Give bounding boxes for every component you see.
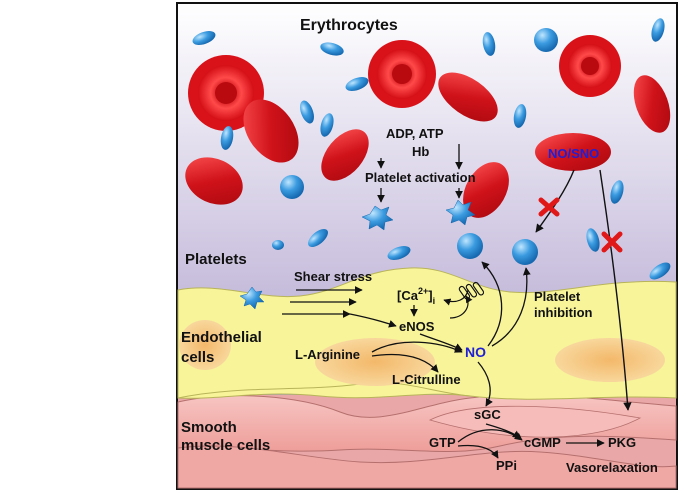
no-sno-label: NO/SNO [548, 146, 599, 161]
vasorelaxation-label: Vasorelaxation [566, 460, 658, 475]
pkg-label: PKG [608, 435, 636, 450]
platelet [649, 262, 671, 280]
platelet [272, 240, 284, 250]
l-citrulline-label: L-Citrulline [392, 372, 461, 387]
platelet-sphere [280, 175, 304, 199]
erythrocytes-title: Erythrocytes [300, 17, 398, 34]
endothelial-cells-label: Endothelial cells [181, 329, 266, 366]
erythrocyte-side [463, 162, 509, 218]
erythrocyte-side [185, 157, 243, 205]
platelet [513, 104, 527, 128]
inhibition-cross [601, 231, 623, 253]
shear-stress-label: Shear stress [294, 269, 372, 284]
arrow-arginine-to-citrulline [371, 353, 439, 373]
platelet [320, 42, 344, 56]
platelet [300, 100, 314, 124]
ppi-label: PPi [496, 458, 517, 473]
calcium-label: [Ca2+]i [397, 286, 435, 306]
cgmp-label: cGMP [524, 435, 561, 450]
arrow-no-to-platelet [491, 267, 531, 347]
endothelial-layer [177, 267, 677, 400]
arrow-gtp-to-ppi [457, 444, 499, 459]
platelet [610, 180, 624, 204]
enos-label: eNOS [399, 319, 435, 334]
arrow-enos-feedback [449, 295, 473, 319]
smooth-muscle-layer [177, 394, 677, 489]
platelet-activation-label: Platelet activation [365, 170, 476, 185]
platelet [308, 229, 328, 247]
erythrocyte-side [438, 72, 498, 122]
platelet-sphere [534, 28, 558, 52]
endothelial-nucleus [555, 338, 665, 382]
erythrocyte-side [321, 129, 369, 181]
activated-platelet [239, 286, 265, 310]
activated-platelet [445, 199, 476, 226]
arrow-gtp-to-cgmp [457, 429, 523, 443]
erythrocyte-side [243, 99, 299, 163]
gtp-label: GTP [429, 435, 456, 450]
arrow-arginine-to-no [371, 341, 463, 353]
erythrocyte-disc [559, 35, 621, 97]
platelet [651, 18, 665, 42]
l-arginine-label: L-Arginine [295, 347, 360, 362]
platelet-inhibition-label: Platelet inhibition [534, 289, 593, 320]
activated-platelet [361, 205, 394, 231]
platelet [586, 228, 600, 252]
hb-label: Hb [412, 144, 429, 159]
no-label: NO [465, 344, 486, 360]
platelet [192, 31, 216, 45]
inhibition-cross [538, 197, 560, 217]
arrow-no-to-platelet [481, 261, 503, 347]
erythrocyte-side [633, 75, 671, 133]
smooth-muscle-cells-label: Smooth muscle cells [181, 419, 270, 454]
platelets-label: Platelets [185, 251, 247, 268]
platelet [220, 126, 234, 150]
platelet-sphere [457, 233, 483, 259]
erythrocyte-side [535, 133, 611, 171]
platelet [482, 32, 496, 56]
sgc-label: sGC [474, 407, 501, 422]
endothelial-nucleus [179, 320, 231, 370]
adp-atp-label: ADP, ATP [386, 126, 444, 141]
erythrocyte-disc [368, 40, 436, 108]
arrow-shear-to-enos [349, 313, 397, 328]
arrow-sno-to-smooth-muscle [599, 169, 632, 411]
arrow-no-to-sgc [477, 361, 493, 407]
platelet [345, 77, 369, 91]
platelet [387, 246, 411, 260]
arrow-channel-to-calcium [443, 289, 469, 306]
platelet-sphere [512, 239, 538, 265]
endothelial-nucleus [315, 338, 435, 386]
platelet [320, 113, 334, 137]
